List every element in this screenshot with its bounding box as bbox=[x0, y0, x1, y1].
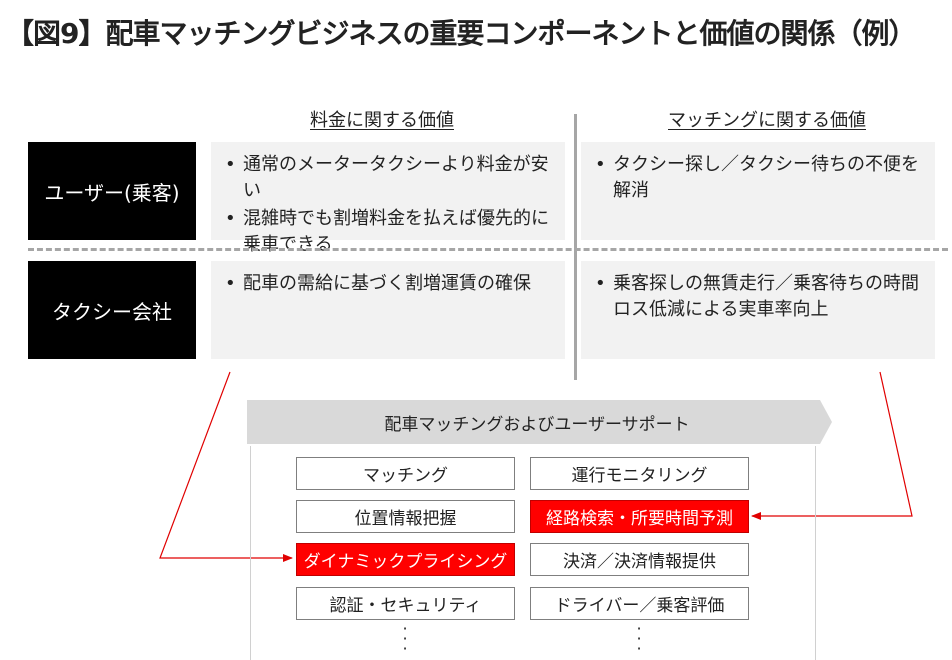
component-route-search-eta: 経路検索・所要時間予測 bbox=[530, 500, 749, 533]
cell-taxi-matching: 乗客探しの無賃走行／乗客待ちの時間ロス低減による実車率向上 bbox=[581, 261, 935, 359]
list-item: 乗客探しの無賃走行／乗客待ちの時間ロス低減による実車率向上 bbox=[593, 271, 925, 323]
cell-taxi-price: 配車の需給に基づく割増運賃の確保 bbox=[211, 261, 565, 359]
component-matching: マッチング bbox=[296, 457, 515, 490]
column-header-price: 料金に関する価値 bbox=[310, 110, 454, 131]
list-item: タクシー探し／タクシー待ちの不便を解消 bbox=[593, 152, 925, 204]
column-header-matching: マッチングに関する価値 bbox=[668, 110, 866, 131]
component-driver-passenger-rating: ドライバー／乗客評価 bbox=[530, 587, 749, 620]
platform-banner-shape bbox=[247, 400, 832, 444]
price-value-arrow bbox=[159, 371, 293, 562]
cell-passenger-price: 通常のメータータクシーより料金が安い 混雑時でも割増料金を払えば優先的に乗車でき… bbox=[211, 142, 565, 255]
continuation-dots-right: ··· bbox=[636, 619, 642, 658]
column-divider bbox=[574, 114, 577, 380]
cell-passenger-matching: タクシー探し／タクシー待ちの不便を解消 bbox=[581, 142, 935, 240]
list-item: 通常のメータータクシーより料金が安い bbox=[223, 152, 555, 204]
row-label-passenger: ユーザー(乗客) bbox=[28, 142, 196, 240]
row-label-taxi-company: タクシー会社 bbox=[28, 261, 196, 359]
page-title: 【図9】配車マッチングビジネスの重要コンポーネントと価値の関係（例） bbox=[6, 17, 916, 50]
list-item: 配車の需給に基づく割増運賃の確保 bbox=[223, 271, 555, 297]
continuation-dots-left: ··· bbox=[402, 619, 408, 658]
component-auth-security: 認証・セキュリティ bbox=[296, 587, 515, 620]
component-operation-monitoring: 運行モニタリング bbox=[530, 457, 749, 490]
component-location-tracking: 位置情報把握 bbox=[296, 500, 515, 533]
component-dynamic-pricing: ダイナミックプライシング bbox=[296, 543, 515, 576]
platform-banner: 配車マッチングおよびユーザーサポート bbox=[384, 414, 690, 435]
list-item: 混雑時でも割増料金を払えば優先的に乗車できる bbox=[223, 206, 555, 258]
row-divider bbox=[28, 248, 948, 251]
component-payment: 決済／決済情報提供 bbox=[530, 543, 749, 576]
platform-container bbox=[250, 446, 816, 660]
matching-value-arrow bbox=[751, 371, 913, 520]
